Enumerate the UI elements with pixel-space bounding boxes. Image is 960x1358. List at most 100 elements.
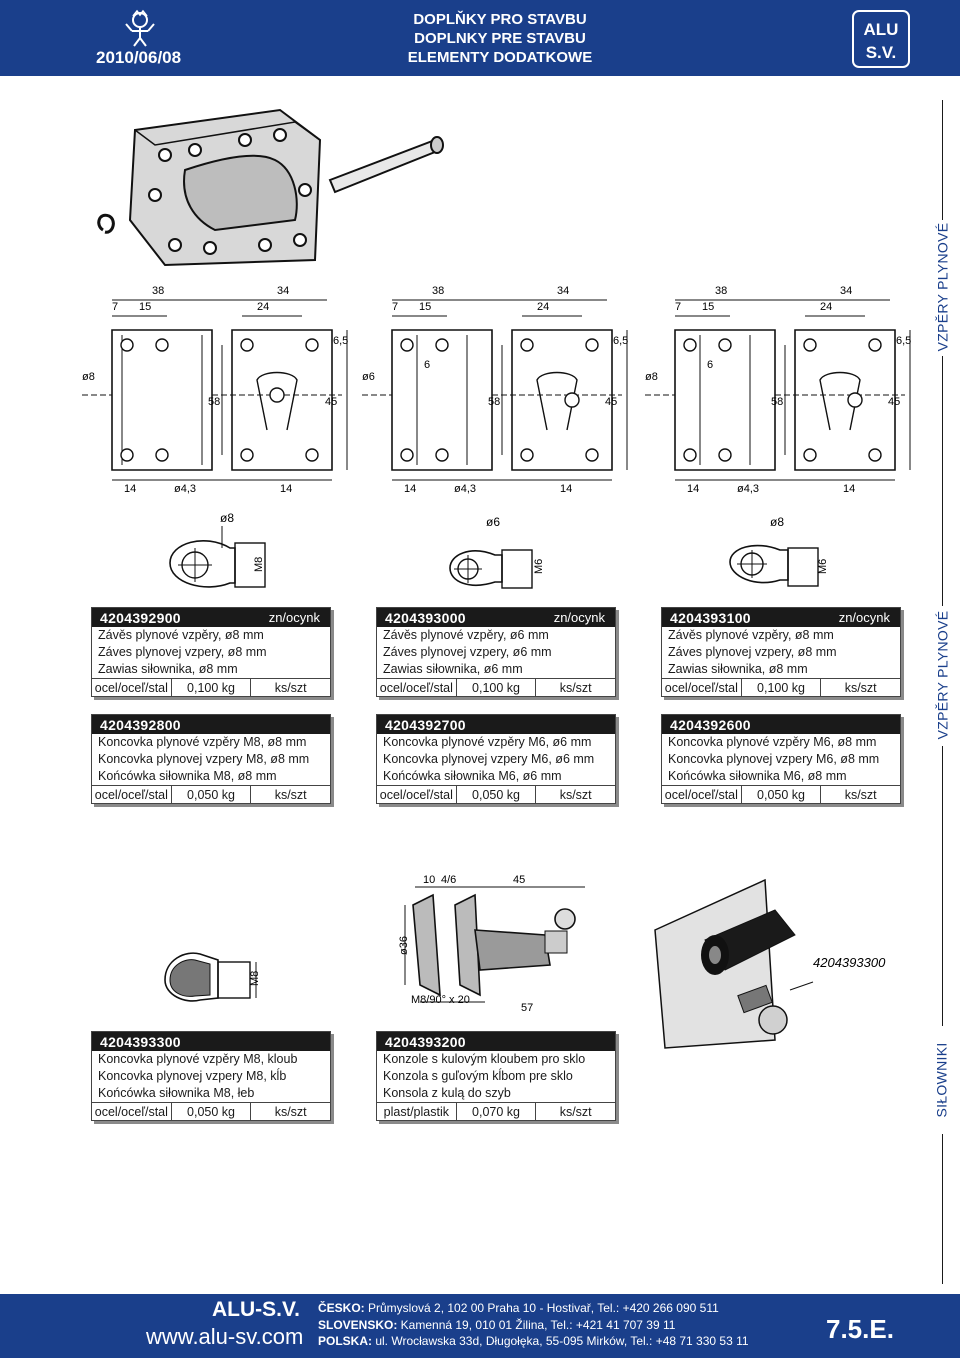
product-weight: 0,100 kg (740, 679, 821, 696)
product-name-cz: Závěs plynové vzpěry, ø8 mm (98, 628, 264, 642)
product-code: 4204392700 (385, 716, 466, 733)
svg-text:7: 7 (392, 301, 398, 313)
svg-text:M8: M8 (253, 557, 265, 572)
product-card: 4204393200 Konzole s kulovým kloubem pro… (376, 1031, 616, 1121)
page-header: 2010/06/08 DOPLŇKY PRO STAVBU DOPLNKY PR… (0, 0, 960, 76)
svg-text:6,5: 6,5 (333, 335, 348, 347)
product-name-sk: Záves plynovej vzpery, ø8 mm (668, 645, 837, 659)
footer-addresses: ČESKO: Průmyslová 2, 102 00 Praha 10 - H… (318, 1300, 749, 1350)
address-sk: SLOVENSKO: Kamenná 19, 010 01 Žilina, Te… (318, 1317, 676, 1332)
strut-assembly-illustration: 4204393300 (654, 878, 886, 1049)
title-sk: DOPLNKY PRE STAVBU (414, 30, 586, 47)
svg-text:ø6: ø6 (362, 371, 375, 383)
svg-text:14: 14 (404, 483, 416, 495)
svg-text:ø4,3: ø4,3 (737, 483, 759, 495)
footer-website-link[interactable]: www.alu-sv.com (146, 1324, 304, 1349)
issue-date: 2010/06/08 (96, 48, 182, 67)
product-unit: ks/szt (250, 1103, 330, 1120)
page-number: 7.5.E. (826, 1314, 894, 1344)
svg-text:58: 58 (208, 396, 220, 408)
svg-text:38: 38 (152, 285, 164, 297)
eye-end-drawing-2: ø6 M6 (449, 515, 545, 589)
svg-text:45: 45 (325, 396, 337, 408)
svg-text:58: 58 (488, 396, 500, 408)
svg-text:ø8: ø8 (770, 515, 784, 529)
product-code: 4204392900 (100, 609, 181, 626)
svg-text:6,5: 6,5 (896, 335, 911, 347)
svg-text:34: 34 (840, 285, 852, 297)
product-name-cz: Koncovka plynové vzpěry M6, ø6 mm (383, 735, 592, 749)
product-name-pl: Końcówka siłownika M8, ø8 mm (98, 769, 277, 783)
svg-text:ø8: ø8 (82, 371, 95, 383)
svg-text:M8: M8 (249, 971, 261, 986)
product-code: 4204393100 (670, 609, 751, 626)
product-unit: ks/szt (820, 786, 900, 803)
svg-text:14: 14 (280, 483, 292, 495)
title-pl: ELEMENTY DODATKOWE (407, 49, 593, 66)
product-material: ocel/oceľ/stal (664, 681, 738, 695)
product-material: ocel/oceľ/stal (379, 681, 453, 695)
product-material: ocel/oceľ/stal (94, 788, 168, 802)
side-divider (942, 100, 943, 220)
product-unit: ks/szt (535, 679, 615, 696)
product-name-pl: Zawias siłownika, ø6 mm (383, 662, 523, 676)
product-card: 4204392800 Koncovka plynové vzpěry M8, ø… (91, 714, 331, 804)
side-divider (942, 356, 943, 606)
product-weight: 0,050 kg (740, 786, 821, 803)
product-finish: zn/ocynk (268, 610, 320, 625)
product-unit: ks/szt (535, 1103, 615, 1120)
svg-text:14: 14 (560, 483, 572, 495)
product-code: 4204392600 (670, 716, 751, 733)
product-weight: 0,100 kg (455, 679, 536, 696)
svg-text:24: 24 (820, 301, 832, 313)
logo-text-2: S.V. (866, 43, 897, 62)
product-name-pl: Końcówka siłownika M8, łeb (98, 1086, 255, 1100)
header-titles: DOPLŇKY PRO STAVBU DOPLNKY PRE STAVBU EL… (330, 10, 670, 67)
svg-text:57: 57 (521, 1002, 533, 1014)
bracket-drawing-2: 38 7 15 34 24 6 ø6 58 45 6,5 14 ø4,3 14 (362, 285, 628, 495)
product-name-pl: Konsola z kulą do szyb (383, 1086, 511, 1100)
svg-text:ø4,3: ø4,3 (454, 483, 476, 495)
product-material: ocel/oceľ/stal (94, 1105, 168, 1119)
logo-text-1: ALU (864, 20, 899, 39)
product-material: ocel/oceľ/stal (379, 788, 453, 802)
product-name-cz: Koncovka plynové vzpěry M8, kloub (98, 1052, 298, 1066)
product-name-pl: Zawias siłownika, ø8 mm (98, 662, 238, 676)
title-cz: DOPLŇKY PRO STAVBU (413, 11, 587, 28)
svg-text:4204393300: 4204393300 (813, 955, 886, 970)
product-unit: ks/szt (250, 786, 330, 803)
svg-text:6: 6 (707, 359, 713, 371)
eye-end-drawing-3: ø8 M6 (729, 515, 829, 587)
side-divider (942, 746, 943, 1026)
side-label-bottom: SIŁOWNIKI (934, 1042, 951, 1118)
footer-brand: ALU-S.V. (212, 1298, 300, 1321)
page-footer: ALU-S.V. www.alu-sv.com ČESKO: Průmyslov… (0, 1294, 960, 1358)
glass-bracket-drawing: 10 4/6 45 ø36 M8/90° x 20 57 (398, 874, 585, 1014)
svg-text:45: 45 (513, 874, 525, 886)
product-name-sk: Koncovka plynovej vzpery M8, ø8 mm (98, 752, 310, 766)
product-weight: 0,070 kg (455, 1103, 536, 1120)
product-name-sk: Koncovka plynovej vzpery M6, ø6 mm (383, 752, 595, 766)
product-name-sk: Konzola s guľovým kĺbom pre sklo (383, 1069, 573, 1083)
product-name-sk: Záves plynovej vzpery, ø6 mm (383, 645, 552, 659)
svg-text:ø8: ø8 (645, 371, 658, 383)
product-code: 4204393300 (100, 1033, 181, 1050)
product-name-cz: Závěs plynové vzpěry, ø6 mm (383, 628, 549, 642)
product-name-pl: Końcówka siłownika M6, ø6 mm (383, 769, 562, 783)
product-weight: 0,050 kg (170, 786, 251, 803)
svg-text:ø4,3: ø4,3 (174, 483, 196, 495)
product-name-sk: Koncovka plynovej vzpery M6, ø8 mm (668, 752, 880, 766)
svg-text:7: 7 (112, 301, 118, 313)
product-name-cz: Konzole s kulovým kloubem pro sklo (383, 1052, 586, 1066)
product-weight: 0,050 kg (455, 786, 536, 803)
mascot-icon (125, 9, 155, 47)
product-finish: zn/ocynk (838, 610, 890, 625)
svg-text:14: 14 (687, 483, 699, 495)
product-code: 4204392800 (100, 716, 181, 733)
svg-text:M6: M6 (533, 559, 545, 574)
svg-text:45: 45 (605, 396, 617, 408)
product-name-pl: Końcówka siłownika M6, ø8 mm (668, 769, 847, 783)
company-logo: ALU S.V. (852, 10, 910, 68)
